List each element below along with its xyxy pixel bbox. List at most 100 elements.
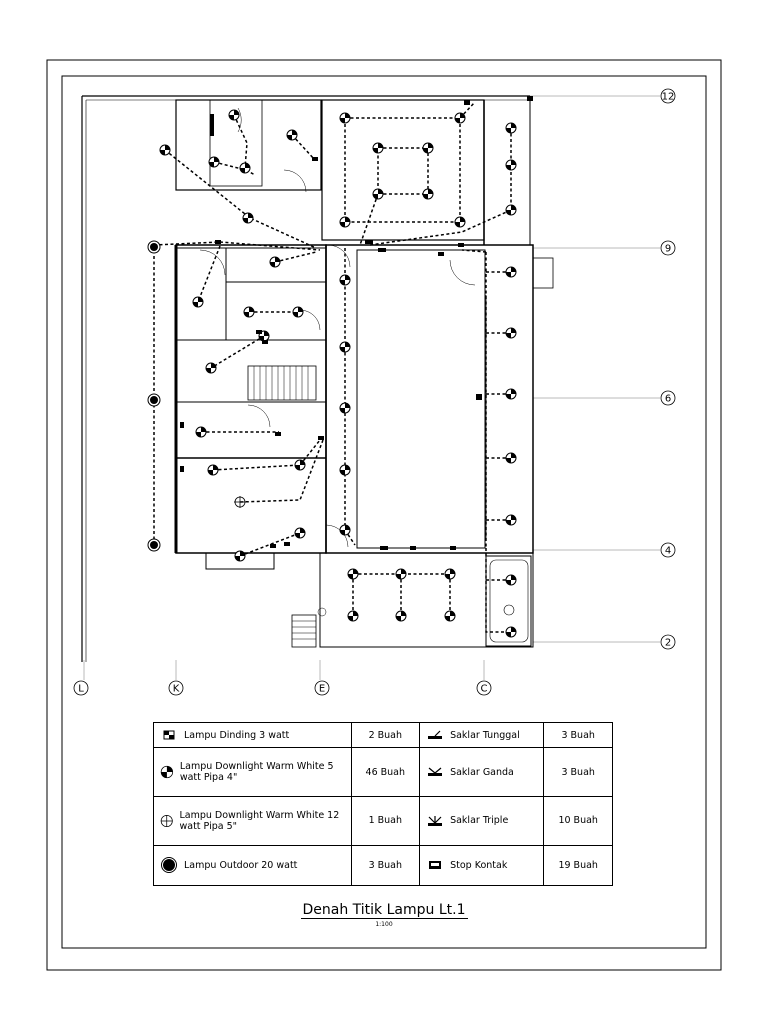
legend-count: 1 Buah	[350, 796, 421, 846]
downlight-5w-icon	[505, 626, 517, 638]
grid-bubble-E: E	[314, 680, 330, 696]
downlight-5w-icon	[208, 156, 220, 168]
legend-row: Lampu Dinding 3 watt 2 Buah Saklar Tungg…	[153, 721, 613, 749]
downlight-5w-icon	[160, 766, 174, 779]
switch-icon	[270, 544, 276, 548]
switch-icon	[476, 394, 482, 400]
downlight-5w-icon	[339, 464, 351, 476]
downlight-5w-icon	[505, 266, 517, 278]
double-switch-icon	[428, 767, 443, 777]
svg-text:L: L	[78, 684, 84, 695]
legend-label: Saklar Triple	[450, 815, 509, 827]
grid-bubble-2: 2	[660, 634, 676, 650]
downlight-5w-icon	[243, 306, 255, 318]
downlight-5w-icon	[454, 216, 466, 228]
downlight-5w-icon	[339, 341, 351, 353]
switch-icon	[438, 252, 444, 256]
wall-lamp-icon	[527, 96, 533, 101]
grid-lines	[83, 95, 660, 680]
legend-count: 19 Buah	[543, 844, 613, 887]
svg-text:2: 2	[665, 638, 671, 649]
switch-icon	[210, 114, 214, 136]
downlight-5w-icon	[339, 402, 351, 414]
grid-bubble-L: L	[73, 680, 89, 696]
legend-label: Lampu Downlight Warm White 12 watt Pipa …	[179, 809, 340, 832]
socket-icon	[429, 861, 442, 870]
switch-icon	[318, 436, 324, 440]
downlight-5w-icon	[444, 610, 456, 622]
downlight-markers	[159, 109, 517, 638]
grid-bubble-12: 12	[660, 88, 676, 104]
downlight-5w-icon	[228, 109, 240, 121]
switch-icon	[378, 248, 386, 252]
grid-bubble-6: 6	[660, 390, 676, 406]
downlight-5w-icon	[454, 112, 466, 124]
downlight-5w-icon	[159, 144, 171, 156]
outdoor-lamp-icon	[161, 857, 177, 874]
switch-icon	[256, 330, 262, 334]
downlight-5w-icon	[269, 256, 281, 268]
downlight-5w-icon	[505, 574, 517, 586]
downlight-5w-icon	[339, 274, 351, 286]
svg-text:12: 12	[662, 92, 675, 103]
legend-count: 46 Buah	[350, 747, 421, 798]
downlight-5w-icon	[422, 188, 434, 200]
outdoor-lamp-icon	[147, 393, 161, 407]
drawing-title: Denah Titik Lampu Lt.1	[300, 902, 468, 919]
downlight-5w-icon	[339, 216, 351, 228]
switch-icon	[215, 240, 221, 244]
switch-icon	[450, 546, 456, 550]
walls	[81, 95, 554, 662]
legend-row: Lampu Downlight Warm White 12 watt Pipa …	[153, 796, 613, 846]
downlight-5w-icon	[347, 568, 359, 580]
downlight-5w-icon	[505, 204, 517, 216]
downlight-5w-icon	[505, 452, 517, 464]
downlight-5w-icon	[444, 568, 456, 580]
downlight-5w-icon	[422, 142, 434, 154]
downlight-5w-icon	[205, 362, 217, 374]
switch-icon	[180, 422, 184, 428]
downlight-5w-icon	[195, 426, 207, 438]
switch-icon	[284, 542, 290, 546]
downlight-5w-icon	[505, 388, 517, 400]
grid-bubble-C: C	[476, 680, 492, 696]
downlight-5w-icon	[395, 568, 407, 580]
switch-icon	[275, 432, 281, 436]
legend-label: Lampu Dinding 3 watt	[184, 729, 290, 741]
downlight-5w-icon	[292, 306, 304, 318]
downlight-5w-icon	[505, 159, 517, 171]
legend-label: Lampu Outdoor 20 watt	[184, 859, 298, 871]
legend-count: 2 Buah	[350, 721, 421, 749]
downlight-5w-icon	[239, 162, 251, 174]
downlight-5w-icon	[286, 129, 298, 141]
outdoor-lamp-icon	[147, 538, 161, 552]
legend-label: Stop Kontak	[450, 859, 508, 871]
switch-icon	[458, 243, 464, 247]
downlight-12w-icon	[160, 814, 173, 827]
drawing-frame	[61, 75, 707, 949]
downlight-5w-icon	[372, 142, 384, 154]
downlight-5w-icon	[372, 188, 384, 200]
wall-lamp-icon	[163, 730, 175, 740]
svg-text:4: 4	[665, 546, 671, 557]
downlight-5w-icon	[395, 610, 407, 622]
legend-label: Saklar Tunggal	[450, 729, 520, 741]
drawing-scale: 1:100	[375, 921, 393, 928]
legend-count: 3 Buah	[543, 747, 613, 798]
outdoor-lamp-icon	[147, 240, 161, 254]
downlight-5w-icon	[294, 527, 306, 539]
switch-icon	[380, 546, 388, 550]
downlight-5w-icon	[339, 524, 351, 536]
outdoor-lamp-markers	[147, 240, 161, 552]
grid-bubble-4: 4	[660, 542, 676, 558]
svg-text:C: C	[481, 684, 488, 695]
legend-count: 3 Buah	[350, 844, 421, 887]
switch-icon	[410, 546, 416, 550]
grid-bubble-9: 9	[660, 240, 676, 256]
switch-icon	[365, 240, 373, 244]
downlight-5w-icon	[505, 122, 517, 134]
downlight-5w-icon	[339, 112, 351, 124]
downlight-12w-icon	[234, 496, 246, 508]
grid-bubbles: 12 9 6 4 2 L K E C	[73, 88, 676, 696]
switch-icon	[312, 157, 318, 161]
